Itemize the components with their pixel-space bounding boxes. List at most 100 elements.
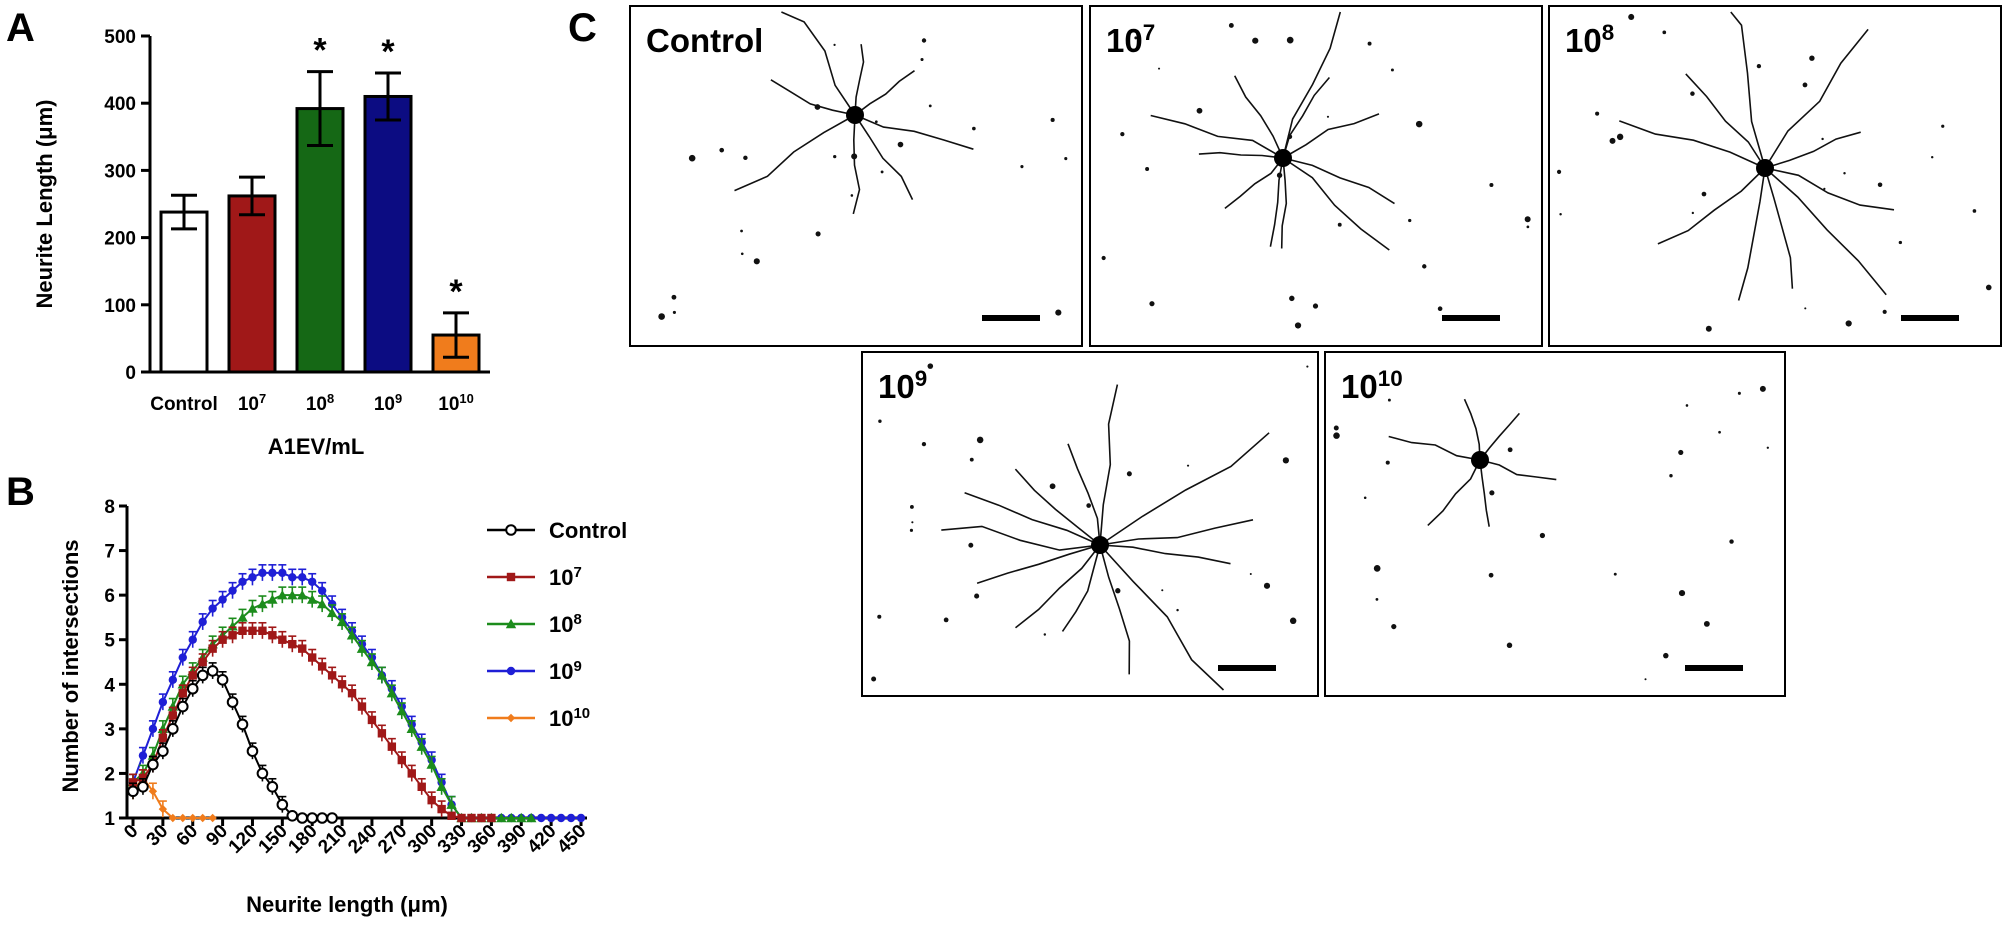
bar bbox=[363, 94, 413, 374]
debris-dot bbox=[1126, 471, 1132, 477]
debris-dot bbox=[909, 505, 914, 509]
debris-dot bbox=[1286, 36, 1294, 44]
debris-dot bbox=[972, 126, 976, 131]
debris-dot bbox=[1644, 678, 1647, 681]
neurite bbox=[1388, 435, 1481, 461]
debris-dot bbox=[719, 147, 725, 153]
micrograph-label: 109 bbox=[878, 366, 927, 406]
neurite bbox=[852, 114, 861, 215]
data-point bbox=[326, 607, 338, 618]
debris-dot bbox=[1422, 264, 1427, 269]
scale-bar bbox=[1685, 665, 1743, 671]
data-point bbox=[258, 568, 267, 578]
x-axis-title: A1EV/mL bbox=[268, 434, 365, 459]
debris-dot bbox=[968, 542, 974, 548]
data-point bbox=[216, 674, 229, 686]
debris-dot bbox=[1489, 182, 1494, 188]
data-point bbox=[188, 813, 197, 823]
significance-marker: * bbox=[449, 273, 463, 311]
data-point bbox=[137, 781, 149, 793]
y-tick-label: 400 bbox=[104, 94, 136, 115]
debris-dot bbox=[1186, 464, 1190, 467]
data-point bbox=[316, 598, 328, 609]
debris-dot bbox=[1333, 425, 1339, 431]
data-point bbox=[406, 723, 417, 734]
data-point bbox=[256, 767, 269, 780]
data-point bbox=[277, 589, 288, 600]
neurite bbox=[1282, 157, 1395, 205]
data-point bbox=[147, 758, 159, 771]
neurite bbox=[1764, 167, 1794, 289]
data-point bbox=[526, 812, 537, 823]
data-point bbox=[247, 603, 258, 613]
y-axis-title: Number of intersections bbox=[58, 539, 83, 792]
debris-dot bbox=[1691, 211, 1694, 215]
debris-dot bbox=[1972, 209, 1977, 213]
legend-label: 108 bbox=[549, 611, 582, 638]
micrograph-label: Control bbox=[646, 22, 763, 59]
debris-dot bbox=[1877, 182, 1883, 187]
debris-dot bbox=[1391, 623, 1397, 630]
data-point bbox=[427, 795, 436, 805]
y-tick-label: 0 bbox=[125, 363, 136, 384]
legend-label: Control bbox=[549, 518, 627, 543]
neurite bbox=[1099, 544, 1231, 565]
debris-dot bbox=[1049, 483, 1056, 490]
neurite bbox=[1685, 73, 1766, 169]
debris-dot bbox=[1289, 295, 1295, 302]
data-point bbox=[167, 723, 179, 735]
debris-dot bbox=[943, 617, 949, 623]
micrograph-panel: Control bbox=[629, 5, 1083, 347]
neurite bbox=[1150, 114, 1284, 159]
data-point bbox=[308, 577, 317, 586]
data-point bbox=[287, 589, 298, 600]
debris-dot bbox=[928, 104, 932, 108]
micrograph-label: 1010 bbox=[1341, 366, 1403, 406]
debris-dot bbox=[1613, 572, 1617, 576]
neurite bbox=[1479, 412, 1521, 461]
data-point bbox=[308, 653, 317, 662]
data-point bbox=[168, 711, 178, 720]
data-point bbox=[426, 759, 437, 769]
debris-dot bbox=[1705, 325, 1712, 332]
data-point bbox=[238, 626, 247, 635]
debris-dot bbox=[1176, 608, 1179, 612]
debris-dot bbox=[1507, 447, 1513, 453]
y-tick-label: 200 bbox=[104, 229, 136, 250]
data-point bbox=[477, 813, 486, 823]
neurite bbox=[1479, 459, 1490, 527]
data-point bbox=[298, 573, 307, 582]
debris-dot bbox=[1326, 115, 1330, 118]
debris-dot bbox=[1985, 284, 1992, 291]
data-point bbox=[536, 813, 546, 823]
soma bbox=[1274, 149, 1292, 167]
debris-dot bbox=[1415, 120, 1423, 128]
neurite bbox=[734, 114, 856, 192]
neurite bbox=[1099, 384, 1119, 546]
micrograph-panel: 109 bbox=[861, 351, 1319, 697]
neurite bbox=[854, 114, 974, 150]
debris-dot bbox=[1524, 216, 1531, 223]
data-point bbox=[176, 700, 189, 713]
data-point bbox=[196, 669, 209, 682]
micrograph-label: 107 bbox=[1106, 20, 1155, 60]
panel-label-c: C bbox=[568, 6, 597, 50]
neurite bbox=[1730, 11, 1766, 169]
debris-dot bbox=[658, 313, 665, 320]
data-point bbox=[198, 617, 207, 627]
soma bbox=[1091, 536, 1109, 554]
debris-dot bbox=[1306, 365, 1309, 368]
debris-dot bbox=[1120, 131, 1125, 137]
x-tick-label: 107 bbox=[238, 391, 266, 416]
data-point bbox=[198, 813, 207, 823]
data-point bbox=[178, 653, 187, 662]
data-point bbox=[267, 594, 278, 604]
data-point bbox=[317, 662, 327, 671]
debris-dot bbox=[1263, 582, 1271, 589]
debris-dot bbox=[1662, 30, 1667, 35]
data-point bbox=[186, 682, 199, 695]
debris-dot bbox=[1363, 496, 1367, 500]
x-tick-label: 1010 bbox=[438, 391, 474, 416]
data-point bbox=[228, 586, 237, 595]
